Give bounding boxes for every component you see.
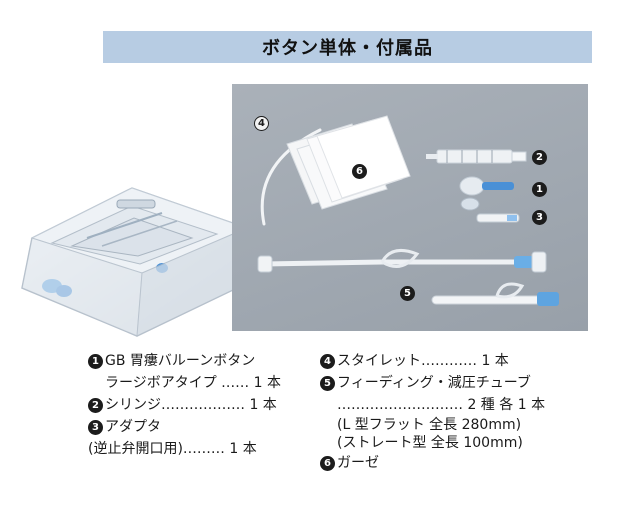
list-item-detail: (ストレート型 全長 100mm) [337,435,523,451]
adapter [476,213,520,223]
gauze [286,115,411,210]
title-banner: ボタン単体・付属品 [103,31,592,63]
item-number: 4 [320,354,335,369]
item-number: 6 [320,456,335,471]
tray-image [21,187,249,337]
callout-3: 3 [532,210,547,225]
l-type-tube [257,248,547,273]
page-title: ボタン単体・付属品 [262,38,433,59]
syringe [426,149,527,164]
callout-5: 5 [400,286,415,301]
balloon-button [459,176,514,211]
item-number: 3 [88,420,103,435]
callout-1: 1 [532,182,547,197]
list-item-detail: (逆止弁開口用)……… 1 本 [88,441,257,457]
callout-2: 2 [532,150,547,165]
callout-4: 4 [254,116,269,131]
item-number: 1 [88,354,103,369]
item-number: 2 [88,398,103,413]
components-photo: 4 6 2 1 3 5 [232,84,588,331]
item-number: 5 [320,376,335,391]
list-item-detail: ラージボアタイプ …… 1 本 [105,375,281,391]
list-item-detail: (L 型フラット 全長 280mm) [337,417,522,433]
list-item-detail: ……………………… 2 種 各 1 本 [337,397,546,413]
straight-tube [431,282,559,306]
callout-6: 6 [352,164,367,179]
